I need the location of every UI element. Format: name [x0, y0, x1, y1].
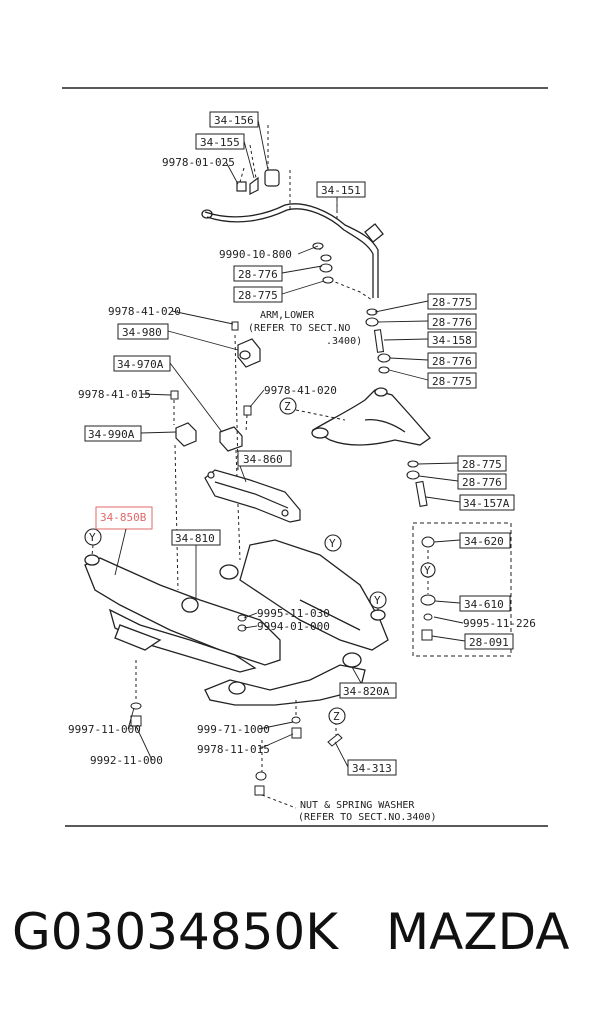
caption: G03034850K MAZDA [0, 903, 600, 973]
label-28-775-b: 28-775 [432, 296, 472, 309]
label-34-610: 34-610 [464, 598, 504, 611]
marker-z-2: Z [333, 710, 340, 723]
bushing-detail-frame [412, 522, 512, 657]
ball-joint-parts [406, 460, 428, 507]
arm-pivot-dashed [295, 409, 346, 421]
stabilizer-bar [201, 203, 384, 298]
label-34-157A: 34-157A [463, 497, 510, 510]
label-28-091: 28-091 [469, 636, 509, 649]
label-34-850B: 34-850B [100, 511, 147, 524]
caption-brand: MAZDA [386, 903, 570, 961]
crossmember [84, 539, 389, 706]
label-28-775-a: 28-775 [238, 289, 278, 302]
stabilizer-link [365, 308, 391, 374]
label-34-970A: 34-970A [117, 358, 164, 371]
label-28-775-d: 28-775 [462, 458, 502, 471]
stabilizer-bracket [236, 169, 280, 195]
label-34-820A: 34-820A [343, 685, 390, 698]
pn-9978-41-020-a: 9978-41-020 [108, 305, 181, 318]
pn-9994-01-000: 9994-01-000 [257, 620, 330, 633]
label-leaders [114, 119, 466, 768]
label-34-810: 34-810 [175, 532, 215, 545]
label-28-776-c: 28-776 [432, 355, 472, 368]
bushing-34-970A [219, 426, 243, 452]
note-arm-lower-3: .3400) [326, 336, 362, 347]
note-arm-lower-2: (REFER TO SECT.NO [248, 323, 350, 334]
pn-9978-41-015: 9978-41-015 [78, 388, 151, 401]
note-nut-1: NUT & SPRING WASHER [300, 800, 415, 811]
marker-y-1: Y [89, 531, 96, 544]
bracket-34-860 [204, 469, 301, 523]
pn-9995-11-030: 9995-11-030 [257, 607, 330, 620]
marker-z-1: Z [284, 400, 291, 413]
label-34-151: 34-151 [321, 184, 361, 197]
label-34-860: 34-860 [243, 453, 283, 466]
note-arm-lower-1: ARM,LOWER [260, 310, 315, 321]
label-34-620: 34-620 [464, 535, 504, 548]
label-28-776-b: 28-776 [432, 316, 472, 329]
label-28-776-a: 28-776 [238, 268, 278, 281]
boxed-labels [84, 111, 515, 776]
label-34-156: 34-156 [214, 114, 254, 127]
marker-y-4: Y [424, 564, 431, 577]
note-nut-2: (REFER TO SECT.NO.3400) [298, 812, 436, 823]
caption-part-number: G03034850K [12, 903, 339, 961]
plain-leaders [127, 161, 464, 761]
label-34-313: 34-313 [352, 762, 392, 775]
pn-9990-10-800: 9990-10-800 [219, 248, 292, 261]
pn-9978-11-015: 9978-11-015 [197, 743, 270, 756]
label-28-776-d: 28-776 [462, 476, 502, 489]
stabilizer-washers [312, 242, 334, 284]
pn-999-71-1000: 999-71-1000 [197, 723, 270, 736]
marker-y-3: Y [374, 594, 381, 607]
small-bolts [170, 321, 252, 416]
label-34-158: 34-158 [432, 334, 472, 347]
label-34-990A: 34-990A [88, 428, 135, 441]
pn-9995-11-226: 9995-11-226 [463, 617, 536, 630]
bushing-34-980 [237, 338, 261, 368]
bushing-34-990A [175, 422, 197, 447]
label-34-980: 34-980 [122, 326, 162, 339]
pn-9992-11-000: 9992-11-000 [90, 754, 163, 767]
pn-9997-11-000: 9997-11-000 [68, 723, 141, 736]
label-34-155: 34-155 [200, 136, 240, 149]
marker-circles [84, 397, 436, 725]
marker-y-2: Y [329, 537, 336, 550]
pn-9978-01-025: 9978-01-025 [162, 156, 235, 169]
lower-arm [311, 387, 431, 446]
label-28-775-c: 28-775 [432, 375, 472, 388]
pn-9978-41-020-b: 9978-41-020 [264, 384, 337, 397]
crossmember-bolts [130, 536, 436, 796]
